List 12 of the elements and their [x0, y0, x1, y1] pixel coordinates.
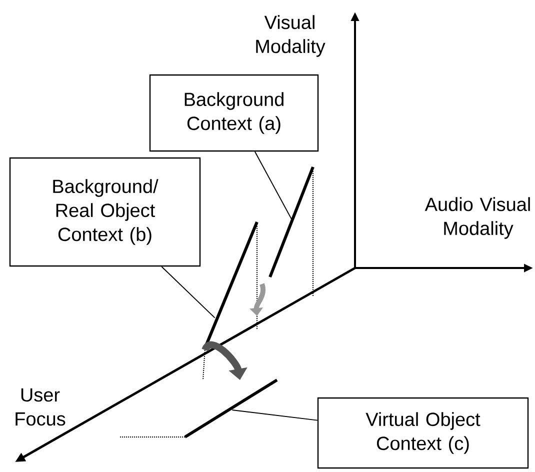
context-line	[202, 221, 258, 380]
axis-label: User Focus	[16, 388, 66, 426]
context-box: Virtual Object Context (c)	[317, 397, 529, 469]
leader-line	[254, 151, 292, 220]
axis-label: Audio Visual Modality	[424, 197, 530, 239]
context-line	[268, 166, 314, 296]
context-box: Background Context (a)	[149, 74, 319, 152]
context-box: Background/ Real Object Context (b)	[9, 157, 201, 267]
axis-label: Visual Modality	[256, 15, 326, 57]
context-line	[120, 378, 278, 438]
leader-line	[232, 410, 318, 421]
leader-line	[161, 266, 216, 318]
